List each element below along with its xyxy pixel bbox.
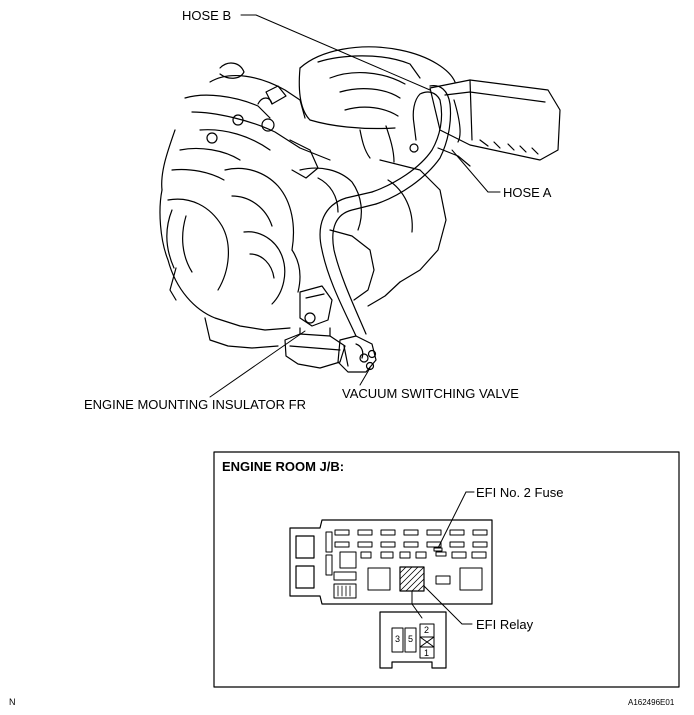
hose-b-label: HOSE B [182,8,232,23]
junction-box-title: ENGINE ROOM J/B: [222,459,345,474]
relay-connector-detail [379,611,447,669]
leader-lines [209,14,501,398]
hose-a-label: HOSE A [503,185,552,200]
vacuum-switching-valve [337,335,377,373]
footer-mark: N [9,697,16,707]
intake-manifold [298,46,456,163]
vacuum-switching-valve-label: VACUUM SWITCHING VALVE [342,386,519,401]
efi-relay-label: EFI Relay [476,617,534,632]
pin-3: 3 [395,634,401,644]
junction-box-frame [213,451,680,688]
pin-2: 2 [424,625,430,635]
pin-1: 1 [424,648,430,658]
jb-leader-lines [411,491,475,625]
engine-block [159,139,447,349]
engine-mount-bracket [284,285,346,369]
vacuum-hose-large [319,191,377,337]
hose-a-path [371,99,471,205]
figure-code: A162496E01 [628,698,675,707]
engine-head [161,62,331,191]
efi-fuse-label: EFI No. 2 Fuse [476,485,564,500]
engine-mounting-insulator-label: ENGINE MOUNTING INSULATOR FR [84,397,306,412]
junction-box-drawing [289,519,493,605]
air-intake-duct [429,79,561,161]
hose-b-path [412,85,451,141]
pin-5: 5 [408,634,414,644]
